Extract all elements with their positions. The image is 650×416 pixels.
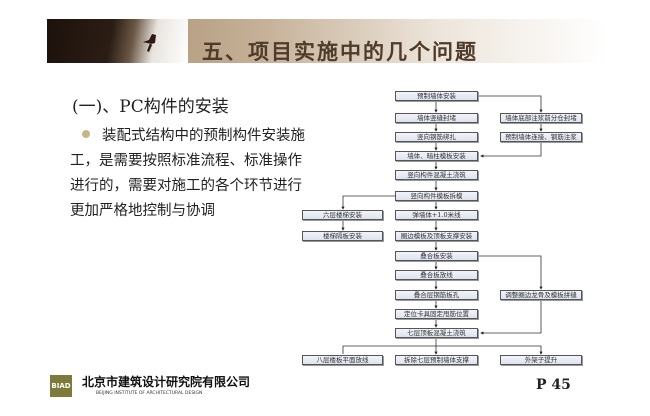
flow-step: 六层楼梯安装 — [302, 210, 383, 220]
flow-step: 墙体、暗柱模板安装 — [395, 151, 478, 161]
page-title: 五、项目实施中的几个问题 — [202, 39, 478, 64]
flow-step: 圈边模板及顶板支撑安装 — [395, 231, 478, 241]
page-number: P 45 — [536, 377, 571, 393]
flow-step: 墙体竖缝封堵 — [395, 113, 478, 123]
flow-step: 叠合板放线 — [395, 270, 478, 280]
section-body: 装配式结构中的预制构件安装施工，是需要按照标准流程、标准操作进行的，需要对施工的… — [70, 128, 305, 219]
climber-icon — [143, 26, 157, 52]
biad-logo: BIAD — [50, 375, 72, 397]
flow-step: 调整圈边龙骨及模板拼缝 — [500, 290, 582, 300]
flow-step: 预制墙体连接、钢筋注浆 — [500, 132, 582, 142]
climber-photo — [47, 19, 188, 63]
flow-step: 定位卡具固定甩筋位置 — [395, 309, 478, 319]
flow-step: 叠合层钢筋板孔 — [395, 290, 478, 300]
flow-step: 竖向构件混凝土浇筑 — [395, 170, 478, 180]
flow-step: 八层楼板平面放线 — [302, 355, 383, 365]
section-heading: (一)、PC构件的安装 — [72, 97, 229, 117]
flow-step: 竖向钢筋绑扎 — [395, 132, 478, 142]
flow-step: 弹墙体+1.0米线 — [395, 210, 478, 220]
flow-step: 叠合板安装 — [395, 251, 478, 261]
flow-step: 楼梯隔板安装 — [302, 231, 383, 241]
flow-step: 预制墙体安装 — [395, 91, 478, 101]
flow-step: 竖向构件模板拆模 — [395, 191, 478, 201]
org-name-en: BEIJING INSTITUTE OF ARCHITECTURAL DESIG… — [96, 391, 203, 396]
flow-step: 拆除七层预制墙体支撑 — [395, 355, 478, 365]
org-name: 北京市建筑设计研究院有限公司 — [82, 375, 251, 389]
flow-step: 外架子提升 — [500, 355, 582, 365]
bullet-icon — [82, 130, 90, 138]
flow-step: 七层顶板混凝土浇筑 — [395, 328, 478, 338]
flow-step: 墙体底部注浆前分仓封堵 — [500, 113, 582, 123]
